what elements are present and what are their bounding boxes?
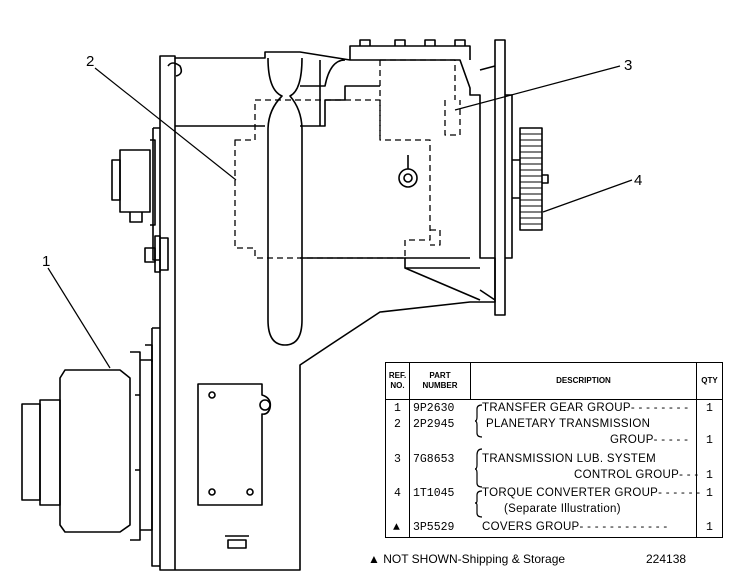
access-cover-plate xyxy=(197,383,272,506)
leader-line-3 xyxy=(454,65,621,111)
leader-lines xyxy=(47,65,633,369)
header-part-line2: NUMBER xyxy=(422,381,458,390)
row1-part: 9P2630 xyxy=(413,402,455,415)
row2-qty: 1 xyxy=(706,434,713,447)
callout-4: 4 xyxy=(634,172,643,189)
callout-3: 3 xyxy=(624,57,633,74)
row4-part: 1T1045 xyxy=(413,487,455,500)
row2-desc: PLANETARY TRANSMISSION xyxy=(486,418,651,430)
row5-desc-text: COVERS GROUP xyxy=(482,521,580,533)
row4-qty: 1 xyxy=(706,487,713,500)
row5-part: 3P5529 xyxy=(413,521,455,534)
main-housing xyxy=(151,39,496,571)
callout-2: 2 xyxy=(86,53,95,70)
row3-qty: 1 xyxy=(706,469,713,482)
row1-qty: 1 xyxy=(706,402,713,415)
footnote: ▲ NOT SHOWN-Shipping & Storage xyxy=(368,552,566,566)
row2-part: 2P2945 xyxy=(413,418,455,431)
converter-ring-gear xyxy=(512,127,549,231)
center-fitting xyxy=(398,155,418,188)
transfer-gear-cover xyxy=(21,344,153,541)
header-description: DESCRIPTION xyxy=(471,363,697,399)
row5-qty: 1 xyxy=(706,521,713,534)
row4-ref: 4 xyxy=(394,487,401,500)
header-ref-no: REF.NO. xyxy=(386,363,410,399)
row3-desc: TRANSMISSION LUB. SYSTEM xyxy=(482,453,656,465)
planetary-dashed xyxy=(234,59,461,259)
mid-left-bracket xyxy=(144,235,169,273)
row2-ref: 2 xyxy=(394,418,401,431)
header-part-line1: PART xyxy=(429,371,451,380)
leader-line-1 xyxy=(47,267,111,369)
row3-desc2-text: CONTROL GROUP xyxy=(574,469,680,481)
row4-desc: TORQUE CONVERTER GROUP- - - - - - xyxy=(482,487,701,499)
leader-line-4 xyxy=(542,179,633,213)
column-divider xyxy=(696,399,697,537)
row4-desc-text: TORQUE CONVERTER GROUP xyxy=(482,487,659,499)
row1-desc-text: TRANSFER GEAR GROUP xyxy=(482,402,631,414)
row3-desc2: CONTROL GROUP- - - xyxy=(574,469,699,481)
header-divider xyxy=(386,399,722,400)
row1-desc: TRANSFER GEAR GROUP- - - - - - - - xyxy=(482,402,689,414)
callout-1: 1 xyxy=(42,253,51,270)
drain-plug xyxy=(225,535,249,549)
header-qty: QTY xyxy=(701,376,718,385)
converter-housing-plate xyxy=(479,39,513,316)
row3-ref: 3 xyxy=(394,453,401,466)
transfer-column xyxy=(267,57,303,346)
row1-ref: 1 xyxy=(394,402,401,415)
row4-desc2: (Separate Illustration) xyxy=(504,503,621,515)
row5-desc: COVERS GROUP- - - - - - - - - - - - xyxy=(482,521,668,533)
illustration-number: 224138 xyxy=(646,552,687,566)
header-ref-line2: NO. xyxy=(390,381,405,390)
column-divider xyxy=(409,399,410,537)
row5-ref-marker-icon: ▲ xyxy=(393,521,400,534)
brace-marks xyxy=(474,404,483,518)
row2-desc2: GROUP- - - - - xyxy=(610,434,689,446)
upper-left-accessory xyxy=(111,139,156,226)
leader-line-2 xyxy=(94,67,237,181)
row2-desc2-text: GROUP xyxy=(610,434,654,446)
row3-part: 7G8653 xyxy=(413,453,455,466)
header-ref-line1: REF. xyxy=(388,371,407,380)
